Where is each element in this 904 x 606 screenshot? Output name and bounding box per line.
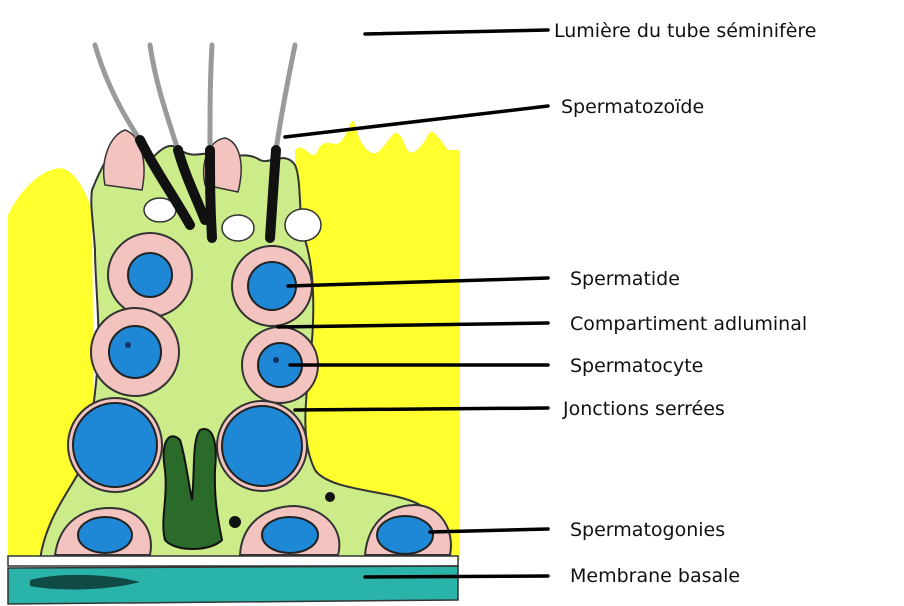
label-spermatozoon: Spermatozoïde <box>561 96 704 118</box>
label-spermatid: Spermatide <box>570 268 680 290</box>
label-tight-junctions: Jonctions serrées <box>562 398 725 420</box>
label-adluminal-compartment: Compartiment adluminal <box>570 313 807 335</box>
basal-membrane-band <box>8 556 458 604</box>
label-spermatogonia: Spermatogonies <box>570 519 725 541</box>
label-spermatocyte: Spermatocyte <box>570 355 703 377</box>
label-lumen: Lumière du tube séminifère <box>554 20 816 42</box>
label-basal-membrane: Membrane basale <box>570 565 740 587</box>
